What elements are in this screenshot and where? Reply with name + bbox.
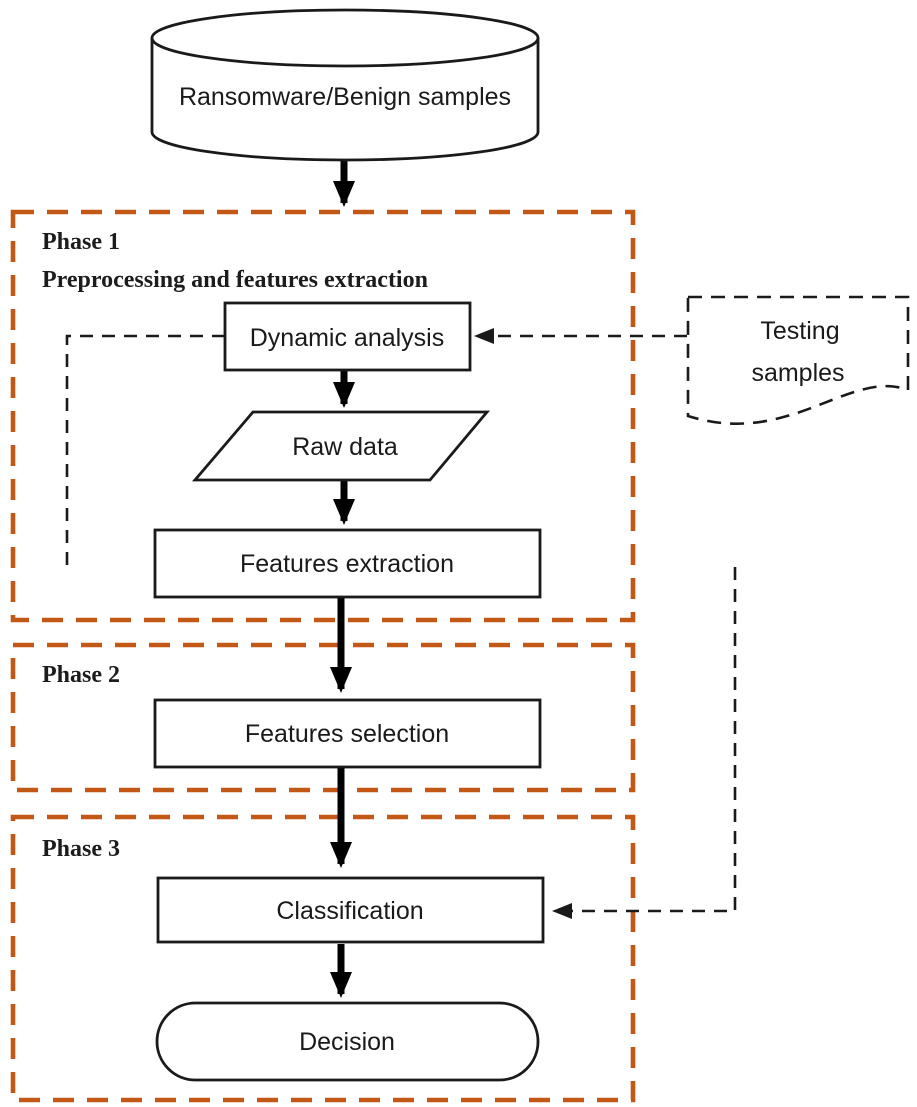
phase2-container bbox=[10, 642, 636, 793]
dynamic-analysis-node: Dynamic analysis bbox=[223, 301, 472, 372]
dashed-connector-testing-to-classification bbox=[552, 567, 737, 919]
dashed-feedback-line bbox=[65, 334, 225, 566]
phase1-title: Phase 1 bbox=[42, 229, 120, 255]
features-selection-node: Features selection bbox=[153, 698, 542, 769]
classification-node: Classification bbox=[156, 876, 545, 944]
classification-label: Classification bbox=[276, 897, 423, 925]
database-label: Ransomware/Benign samples bbox=[179, 83, 511, 111]
samples-database-cylinder: Ransomware/Benign samples bbox=[150, 8, 540, 162]
phase1-subtitle: Preprocessing and features extraction bbox=[42, 267, 428, 293]
cylinder-top-ellipse bbox=[150, 8, 540, 68]
raw-data-parallelogram: Raw data bbox=[191, 410, 491, 482]
features-extraction-label: Features extraction bbox=[240, 550, 454, 578]
testing-samples-label-line2: samples bbox=[751, 359, 844, 387]
dynamic-analysis-label: Dynamic analysis bbox=[250, 324, 445, 352]
features-selection-label: Features selection bbox=[245, 720, 449, 748]
phase3-container bbox=[10, 814, 636, 1103]
phase3-title: Phase 3 bbox=[42, 836, 120, 862]
features-extraction-node: Features extraction bbox=[153, 528, 542, 599]
testing-samples-document: Testing samples bbox=[686, 295, 910, 425]
decision-label: Decision bbox=[299, 1028, 395, 1056]
phase1-container bbox=[10, 209, 636, 623]
testing-samples-label-line1: Testing bbox=[760, 317, 839, 345]
raw-data-label: Raw data bbox=[292, 433, 398, 461]
phase2-title: Phase 2 bbox=[42, 662, 120, 688]
decision-node: Decision bbox=[155, 1001, 540, 1082]
